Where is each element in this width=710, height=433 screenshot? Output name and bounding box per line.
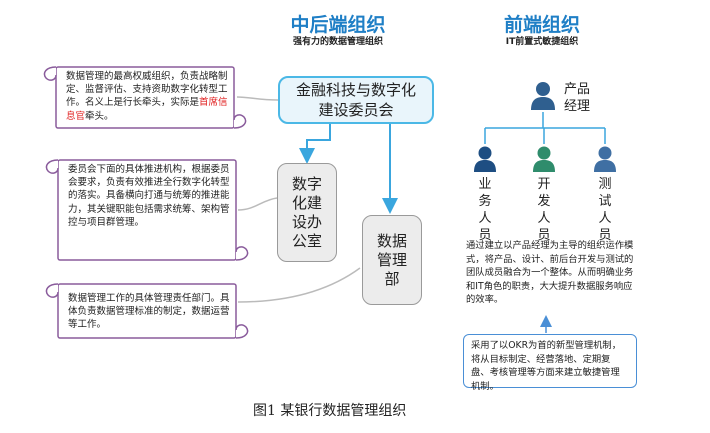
- office-label: 数字化建设办公室: [291, 174, 322, 250]
- note-2-text: 委员会下面的具体推进机构，根据委员会要求，负责有效推进全行数字化转型的落实。具备…: [68, 164, 230, 228]
- right-subtitle: IT前置式敏捷组织: [505, 37, 579, 47]
- note-scroll-3: [45, 283, 249, 339]
- datadept-box: 数据管理部: [362, 215, 422, 305]
- middle-subtitle: 强有力的数据管理组织: [292, 37, 383, 47]
- right-title: 前端组织: [503, 14, 580, 36]
- manager-label: 产品经理: [563, 82, 590, 114]
- office-box: 数字化建设办公室: [277, 163, 337, 262]
- tester-label: 测试人员: [598, 177, 612, 243]
- developer-label: 开发人员: [537, 177, 551, 243]
- figure-caption: 图1 某银行数据管理组织: [253, 403, 407, 419]
- arrow-committee-office: [299, 122, 331, 164]
- committee-label: 金融科技与数字化建设委员会: [295, 81, 416, 119]
- business-person-icon: [474, 146, 496, 172]
- front-description: 通过建立以产品经理为主导的组织运作模式，将产品、设计、前后台开发与测试的团队成员…: [466, 240, 634, 306]
- tester-person-icon: [594, 146, 616, 172]
- manager-person-icon: [531, 82, 555, 110]
- note-scroll-2: [45, 159, 249, 261]
- developer-person-icon: [533, 146, 555, 172]
- note-scroll-1: [43, 66, 247, 129]
- note-1-highlight: 首席信息官: [66, 97, 228, 122]
- datadept-label: 数据管理部: [376, 231, 407, 288]
- okr-box: 采用了以OKR为首的新型管理机制，将从目标制定、经营落地、定期复盘、考核管理等方…: [463, 334, 637, 392]
- middle-title: 中后端组织: [290, 14, 386, 36]
- note-1-text: 数据管理的最高权威组织，负责战略制定、监督评估、支持资助数字化转型工作。名义上是…: [66, 71, 228, 122]
- note-3-text: 数据管理工作的具体管理责任部门。具体负责数据管理标准的制定，数据运营等工作。: [68, 293, 230, 331]
- committee-box: 金融科技与数字化建设委员会: [278, 76, 434, 124]
- business-label: 业务人员: [478, 177, 492, 243]
